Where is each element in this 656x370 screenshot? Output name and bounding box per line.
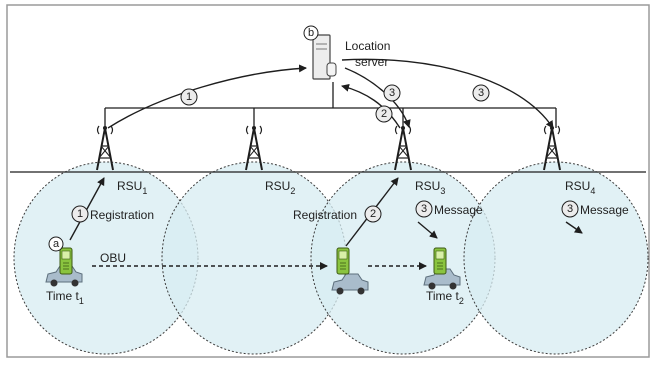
- rsu4-label: RSU4: [565, 179, 595, 196]
- obu-device-mid-icon: [336, 247, 350, 275]
- step-marker-3-message-a: 3: [415, 200, 433, 218]
- registration-label-1: Registration: [90, 208, 154, 222]
- signalling-arrows: [107, 58, 554, 129]
- step-3-server-b-text: 3: [478, 87, 484, 99]
- message-label-1: Message: [434, 203, 483, 217]
- registration-label-2: Registration: [293, 208, 357, 222]
- location-server-icon: [312, 34, 337, 80]
- obu-device-end-icon: [433, 247, 447, 275]
- step-marker-2-registration: 2: [364, 205, 382, 223]
- server-badge-text: b: [308, 27, 314, 39]
- step-marker-3-server-a: 3: [383, 84, 401, 102]
- step-marker-3-message-b: 3: [561, 200, 579, 218]
- step-3-message-b-text: 3: [567, 203, 573, 215]
- step-marker-2-server: 2: [375, 105, 393, 123]
- step-marker-1-registration: 1: [71, 205, 89, 223]
- step-2-server-text: 2: [381, 108, 387, 120]
- cell-rsu4: [463, 161, 649, 355]
- vehicle-badge: a: [48, 236, 64, 252]
- step-3-server-a-text: 3: [389, 87, 395, 99]
- obu-device-start-icon: [59, 247, 73, 275]
- obu-label: OBU: [100, 251, 126, 265]
- server-label-line2: server: [355, 55, 388, 69]
- rsu2-label: RSU2: [265, 179, 295, 196]
- message-label-2: Message: [580, 203, 629, 217]
- cell-arrows: [69, 177, 583, 247]
- coverage-cells: [13, 161, 649, 355]
- rsu3-label: RSU3: [415, 179, 445, 196]
- time-t1-label: Time t1: [46, 289, 84, 306]
- server-badge: b: [303, 25, 319, 41]
- step-marker-1-top: 1: [180, 88, 198, 106]
- time-t2-label: Time t2: [426, 289, 464, 306]
- step-1-registration-text: 1: [77, 208, 83, 220]
- step-1-top-text: 1: [186, 91, 192, 103]
- server-label-line1: Location: [345, 39, 390, 53]
- step-2-registration-text: 2: [370, 208, 376, 220]
- step-3-message-a-text: 3: [421, 203, 427, 215]
- rsu1-label: RSU1: [117, 179, 147, 196]
- vehicle-badge-text: a: [53, 238, 60, 250]
- step-marker-3-server-b: 3: [472, 84, 490, 102]
